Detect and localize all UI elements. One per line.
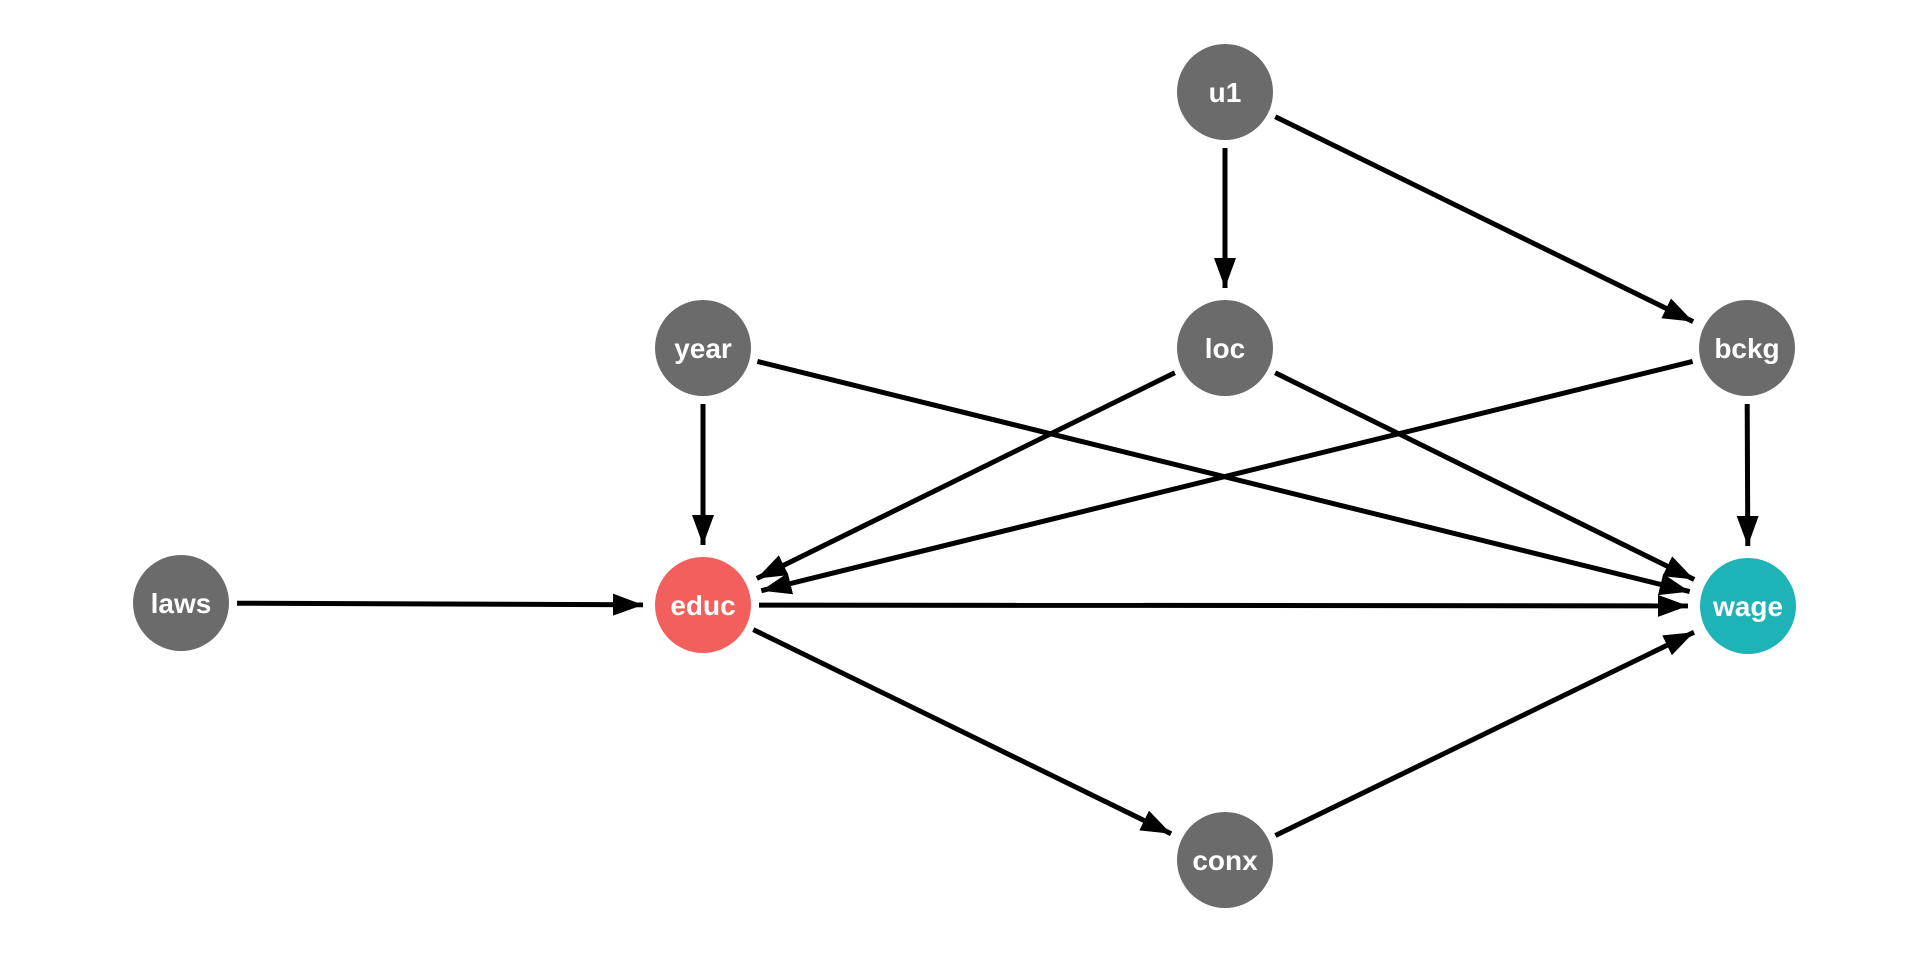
edge-bckg-educ bbox=[760, 358, 1694, 595]
edges-layer bbox=[236, 114, 1759, 838]
edge-loc-educ bbox=[755, 370, 1176, 581]
node-circle-bckg bbox=[1699, 300, 1795, 396]
node-conx: conx bbox=[1177, 812, 1273, 908]
node-laws: laws bbox=[133, 555, 229, 651]
edge-educ-wage bbox=[758, 594, 1689, 617]
node-circle-wage bbox=[1700, 558, 1796, 654]
edge-conx-wage bbox=[1274, 629, 1696, 838]
node-educ: educ bbox=[655, 557, 751, 653]
node-bckg: bckg bbox=[1699, 300, 1795, 396]
node-circle-conx bbox=[1177, 812, 1273, 908]
edge-loc-wage bbox=[1274, 370, 1696, 582]
node-circle-loc bbox=[1177, 300, 1273, 396]
edge-educ-conx bbox=[752, 627, 1173, 836]
node-circle-u1 bbox=[1177, 44, 1273, 140]
edge-laws-educ bbox=[236, 593, 644, 616]
node-year: year bbox=[655, 300, 751, 396]
edge-u1-bckg bbox=[1274, 114, 1695, 324]
node-u1: u1 bbox=[1177, 44, 1273, 140]
edge-bckg-wage bbox=[1736, 403, 1759, 547]
node-loc: loc bbox=[1177, 300, 1273, 396]
node-circle-laws bbox=[133, 555, 229, 651]
node-circle-educ bbox=[655, 557, 751, 653]
node-circle-year bbox=[655, 300, 751, 396]
node-wage: wage bbox=[1700, 558, 1796, 654]
